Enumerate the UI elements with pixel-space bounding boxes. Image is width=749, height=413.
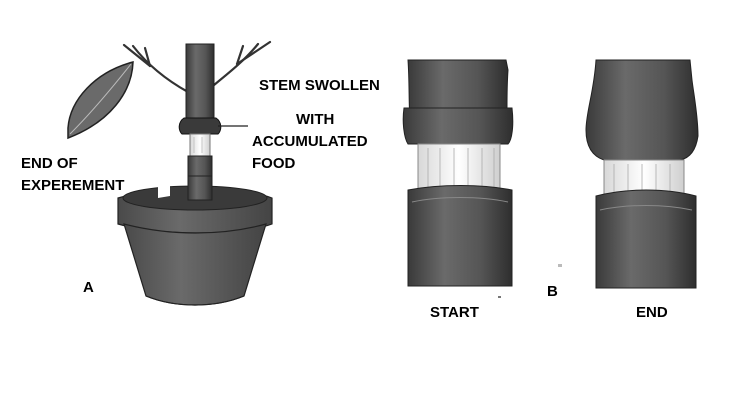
label-accumulated: ACCUMULATED bbox=[252, 133, 368, 150]
panel-label-b: B bbox=[547, 283, 558, 300]
end-swollen-upper-bark bbox=[585, 59, 699, 161]
label-end-of-experiment-line2: EXPEREMENT bbox=[21, 177, 125, 194]
stem-segment-start bbox=[402, 59, 514, 287]
leaf-vein bbox=[69, 63, 132, 135]
panel-label-a: A bbox=[83, 279, 94, 296]
label-stem-swollen: STEM SWOLLEN bbox=[259, 77, 380, 94]
branches bbox=[122, 40, 272, 94]
label-food: FOOD bbox=[252, 155, 296, 172]
upper-stem bbox=[185, 43, 215, 125]
pot-body bbox=[123, 223, 267, 306]
stem-segment-end bbox=[585, 59, 699, 289]
girdled-ring bbox=[189, 133, 211, 157]
potted-plant-figure bbox=[67, 40, 273, 306]
caption-end: END bbox=[636, 304, 668, 321]
end-lower-bark bbox=[595, 189, 697, 289]
label-end-of-experiment-line1: END OF bbox=[21, 155, 78, 172]
swollen-stem-region bbox=[178, 117, 222, 135]
caption-start: START bbox=[430, 304, 479, 321]
start-lower-bark bbox=[407, 185, 513, 287]
label-with: WITH bbox=[296, 111, 335, 128]
